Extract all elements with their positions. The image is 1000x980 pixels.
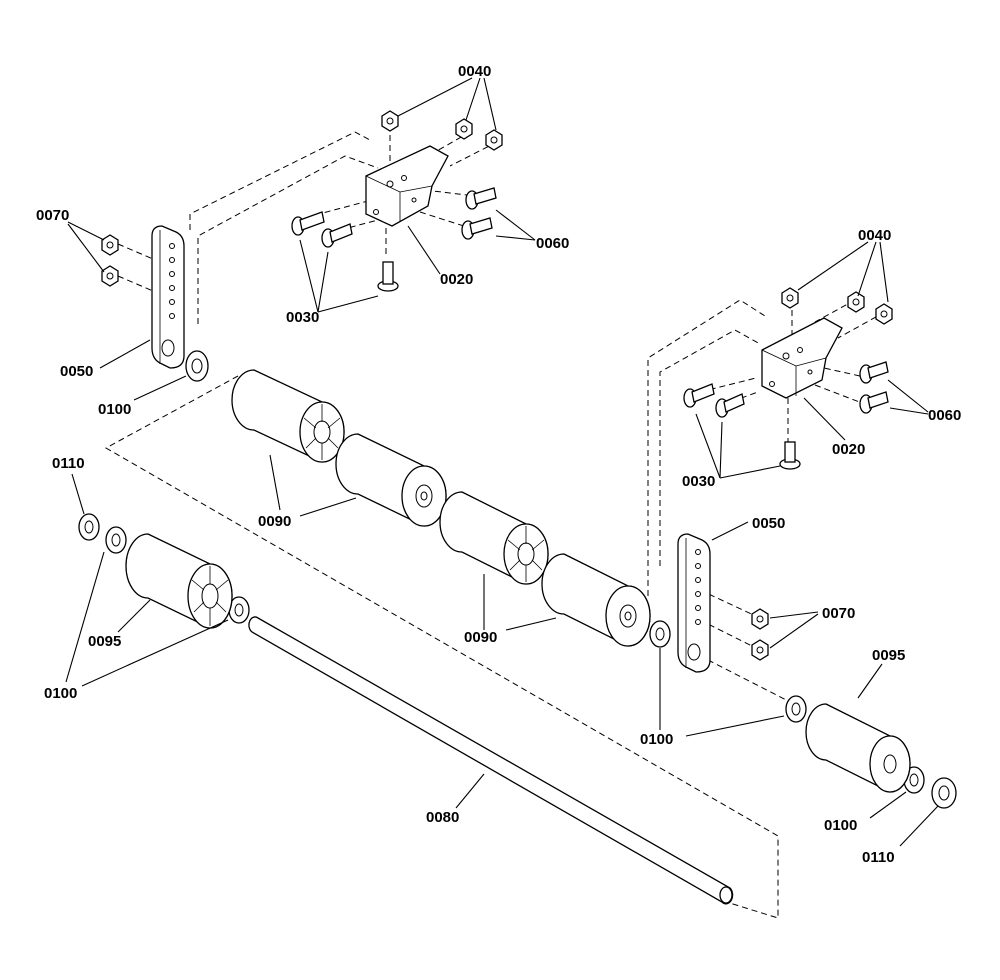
roller-0090-2 [335, 433, 447, 527]
bolt-0060-b2 [859, 391, 889, 414]
label-0030-right: 0030 [682, 473, 715, 490]
bolt-0030-b2 [715, 393, 745, 418]
bolts [291, 187, 889, 470]
washer-0100-b [105, 526, 127, 554]
side-plate-right [677, 533, 711, 673]
bolt-0030-a1 [291, 211, 325, 236]
nut-0040-a3 [485, 129, 503, 151]
nut-0070-a2 [101, 265, 119, 287]
bolt-0030-a2 [321, 223, 353, 248]
label-0070-left: 0070 [36, 207, 69, 224]
label-0100-mid: 0100 [640, 731, 673, 748]
roller-0090-4 [541, 553, 651, 647]
roller-0095-left [125, 533, 233, 629]
washer-0110-a [78, 513, 100, 541]
label-0100-right: 0100 [824, 817, 857, 834]
bracket-right [761, 317, 843, 399]
label-0095-right: 0095 [872, 647, 905, 664]
nut-0040-a2 [455, 118, 473, 140]
label-0095-left: 0095 [88, 633, 121, 650]
nut-0040-a1 [381, 110, 399, 132]
part-labels: 0040 0070 0020 0060 0030 0050 0100 0040 … [36, 63, 961, 866]
label-0100-top: 0100 [98, 401, 131, 418]
label-0060-top: 0060 [536, 235, 569, 252]
roller-0090-3 [439, 491, 549, 585]
side-plate-left [151, 225, 185, 369]
label-0110-left: 0110 [52, 455, 85, 472]
bolt-0030-b1 [683, 383, 715, 408]
nut-0070-b2 [751, 639, 769, 661]
nuts [101, 110, 893, 661]
shaft-0080 [248, 616, 734, 905]
nut-0070-a1 [101, 234, 119, 256]
washer-0110-b [931, 777, 957, 809]
washer-0100-d [649, 620, 671, 648]
label-0030-top: 0030 [286, 309, 319, 326]
label-0040-right: 0040 [858, 227, 891, 244]
washer-0100-a [185, 350, 209, 382]
label-0090-lower: 0090 [464, 629, 497, 646]
bolt-0030-b3 [779, 441, 801, 470]
label-0020-top: 0020 [440, 271, 473, 288]
bracket-top [365, 145, 449, 227]
nut-0040-b3 [875, 303, 893, 325]
nut-0070-b1 [751, 608, 769, 630]
label-0050-right: 0050 [752, 515, 785, 532]
nut-0040-b1 [781, 287, 799, 309]
label-0050-left: 0050 [60, 363, 93, 380]
bolt-0060-a2 [461, 217, 493, 240]
washer-0100-c [228, 596, 250, 624]
label-0070-right: 0070 [822, 605, 855, 622]
leader-lines [65, 77, 939, 847]
label-0090-upper: 0090 [258, 513, 291, 530]
rollers-0095 [125, 533, 911, 793]
washer-0100-e [785, 695, 807, 723]
bolt-0060-a1 [465, 187, 497, 210]
label-0100-left: 0100 [44, 685, 77, 702]
label-0080: 0080 [426, 809, 459, 826]
bolt-0060-b1 [859, 361, 889, 384]
label-0040-top: 0040 [458, 63, 491, 80]
label-0020-right: 0020 [832, 441, 865, 458]
label-0110-right: 0110 [862, 849, 895, 866]
roller-0095-right [805, 703, 911, 793]
label-0060-right: 0060 [928, 407, 961, 424]
rollers-0090 [231, 369, 651, 647]
roller-0090-1 [231, 369, 345, 463]
bolt-0030-a3 [377, 261, 399, 292]
nut-0040-b2 [847, 291, 865, 313]
